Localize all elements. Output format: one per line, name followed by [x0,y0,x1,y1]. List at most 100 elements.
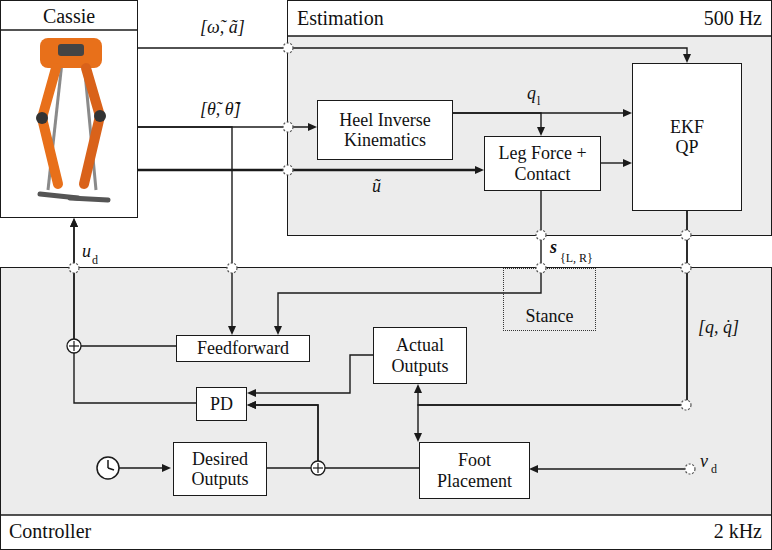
sum-junction [67,339,81,353]
plus-sign [317,463,318,473]
signal-name: [q, q̇] [698,318,739,338]
robot-pelvis [40,38,102,68]
connector-line [418,211,687,435]
connector-line [601,162,625,163]
port-marker [283,165,293,175]
process-box: Desired Outputs [173,442,267,496]
signal-name: u [82,242,91,262]
connector-line [74,225,196,403]
signal-connector [70,218,176,346]
arrow-head [162,464,171,472]
port-marker [283,122,293,132]
clock-face [97,457,119,479]
arrow-head [247,389,256,397]
block-title: Controller [9,520,91,542]
footer-rule [1,514,771,515]
process-box: PD [196,387,247,421]
clock-symbol [97,457,119,479]
connector-line [138,48,687,56]
arrow-head [247,401,256,409]
header-rule [288,35,771,36]
port-marker [536,263,546,273]
sum-circle [311,461,325,475]
arrow-head [623,109,632,117]
box-label: Leg Force + Contact [498,143,588,183]
connector-line [138,127,232,328]
clock-hand [107,460,109,468]
robot-hip [58,44,84,56]
process-box: Heel Inverse Kinematics [317,100,453,160]
signal-subscript: l [537,95,540,108]
plus-sign [73,341,74,351]
port-marker [283,43,293,53]
port-marker [227,263,237,273]
signal-connector [601,159,632,167]
robot-knee [36,112,48,124]
signal-subscript: {L, R} [560,252,593,265]
signal-connector [453,113,545,136]
arrow-head [537,127,545,136]
robot-leg [42,68,58,184]
robot-leg [84,68,100,184]
signal-name: [θ̃, θ̃̇] [200,100,241,120]
arrow-head [70,218,78,227]
plus-sign [69,345,79,346]
port-marker [685,464,695,474]
signal-name: ũ [372,177,381,197]
arrow-head [247,401,256,409]
robot-panel: Cassie [0,0,138,218]
port-markers [69,43,695,474]
process-box: Feedforward [176,335,310,362]
box-label: Desired Outputs [180,449,260,489]
connector-line [254,405,419,468]
box-label: Actual Outputs [380,335,460,375]
block-title: Cassie [1,5,137,27]
signal-name: q [527,84,536,104]
block-title: 2 kHz [714,520,762,542]
robot-foot [70,198,108,200]
box-label: PD [210,394,233,414]
arrow-head [414,384,422,393]
arrow-head [274,326,282,335]
arrow-head [308,123,317,131]
robot-illustration [36,38,108,200]
process-box: Leg Force + Contact [484,136,601,191]
arrow-head [683,54,691,63]
signal-subscript: d [92,254,98,267]
signal-connector [274,191,541,335]
connector-line [278,191,541,328]
block-title: Stance [504,307,595,327]
arrow-head [228,326,236,335]
port-marker [69,263,79,273]
signal-connector [138,48,691,63]
sum-junction [311,461,325,475]
signal-name: [ω̃, ã] [200,18,245,38]
port-marker [681,263,691,273]
signal-name: s [550,238,557,258]
arrow-head [529,465,538,473]
arrow-head [70,218,78,227]
box-label: Heel Inverse Kinematics [324,110,446,150]
arrow-head [475,166,484,174]
port-marker [681,400,691,410]
controller-block: Controller 2 kHz StanceFeedforward Actual O… [0,267,772,550]
block-title: 500 Hz [704,7,762,29]
box-label: Foot Placement [427,450,522,490]
box-label: EKF QP [667,117,707,157]
connector-line [74,225,176,346]
block-title: Estimation [297,7,384,29]
signal-subscript: d [711,463,717,476]
velocity-wire [536,468,695,469]
process-box: Actual Outputs [373,327,467,384]
plus-sign [313,467,323,468]
arrow-head [414,433,422,442]
controller-panel [1,268,771,515]
estimation-panel [288,36,771,235]
signal-name: v [700,452,708,472]
robot-knee [94,110,106,122]
signal-connector [138,166,484,174]
estimation-block: Estimation 500 Hz Heel Inverse KinematicsL… [287,0,772,236]
stance-region: Stance [503,268,596,331]
clock-hand [108,468,114,470]
